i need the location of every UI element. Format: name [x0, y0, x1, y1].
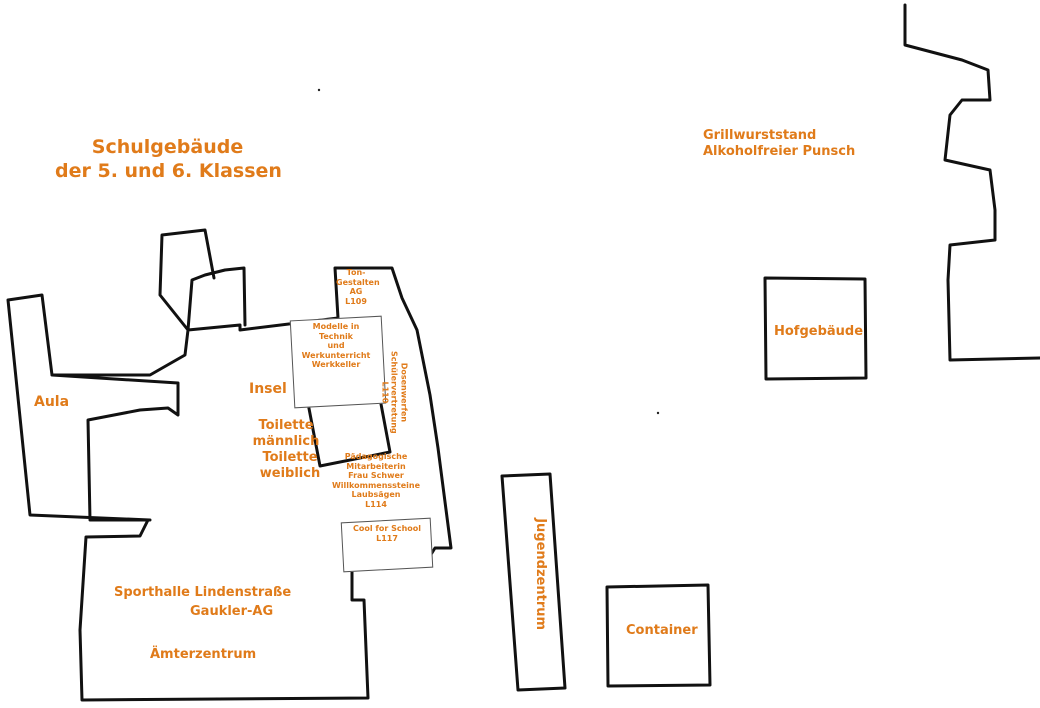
- inner-block-outline: [305, 386, 392, 468]
- label-dosenwerfen: Dosenwerfen Schülervertretung L110: [380, 351, 409, 434]
- label-paedagogische: Pädagogische Mitarbeiterin Frau Schwer W…: [331, 452, 421, 509]
- label-insel: Insel: [249, 381, 287, 397]
- label-toilette-maennlich: Toilette männlich: [252, 418, 320, 450]
- label-toilette-weiblich: Toilette weiblich: [259, 450, 321, 482]
- label-hofgebaeude: Hofgebäude: [774, 324, 864, 339]
- label-jugendzentrum: Jugendzentrum: [533, 518, 549, 631]
- label-ton-gestalten: Ton- Gestalten AG L109: [336, 268, 380, 306]
- label-gaukler: Gaukler-AG: [190, 604, 274, 619]
- school-building-outline: [6, 228, 453, 702]
- label-aula: Aula: [34, 394, 70, 410]
- label-container: Container: [626, 623, 698, 638]
- label-grillwurststand: Grillwurststand Alkoholfreier Punsch: [703, 128, 856, 160]
- label-aemterzentrum: Ämterzentrum: [150, 647, 257, 662]
- page-title: Schulgebäude der 5. und 6. Klassen: [55, 136, 282, 182]
- right-boundary: [903, 3, 1040, 362]
- label-modelle: Modelle in Technik und Werkunterricht We…: [301, 322, 371, 370]
- hofgebaeude-outline: [763, 276, 868, 381]
- container-outline: [605, 583, 712, 688]
- label-sporthalle: Sporthalle Lindenstraße: [114, 585, 292, 600]
- label-cool-for-school: Cool for School L117: [352, 524, 422, 543]
- jugendzentrum-outline: [500, 472, 567, 692]
